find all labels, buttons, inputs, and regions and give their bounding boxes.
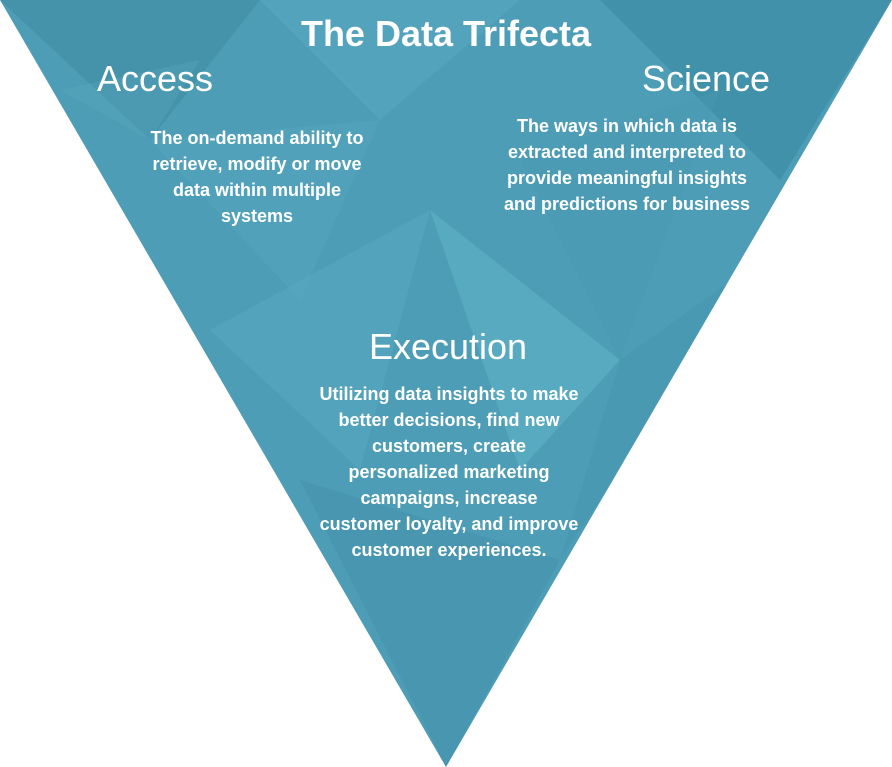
execution-description: Utilizing data insights to make better d… bbox=[319, 384, 579, 560]
access-description: The on-demand ability to retrieve, modif… bbox=[150, 128, 364, 226]
access-heading: Access bbox=[96, 58, 214, 99]
science-description: The ways in which data is extracted and … bbox=[503, 116, 751, 214]
science-heading: Science bbox=[641, 58, 771, 99]
diagram-title: The Data Trifecta bbox=[300, 13, 592, 54]
execution-heading: Execution bbox=[368, 326, 528, 367]
